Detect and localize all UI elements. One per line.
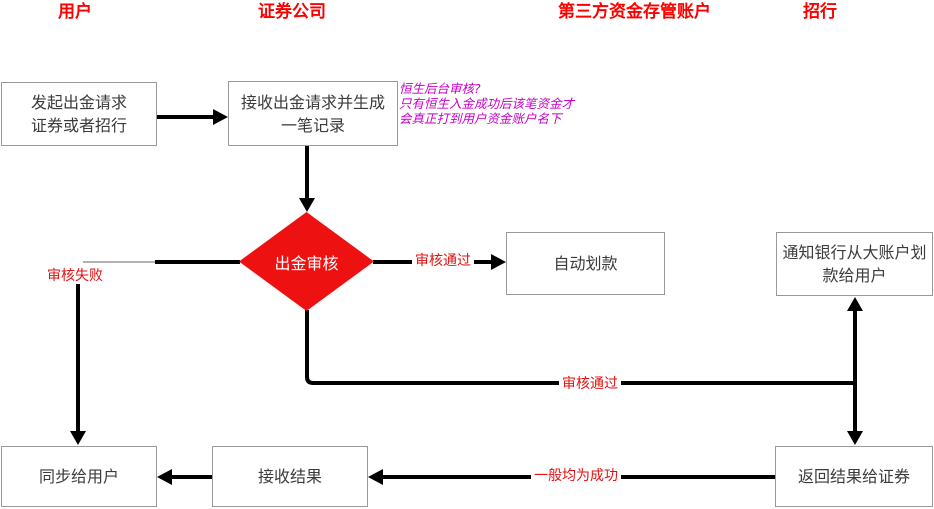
lane-label-cmb-bank: 招行 <box>803 2 837 22</box>
arrowhead-down-icon <box>299 198 315 212</box>
lane-label-third-party-account: 第三方资金存管账户 <box>558 2 711 22</box>
arrowhead-down-icon <box>847 431 863 445</box>
node-initiate-withdrawal: 发起出金请求 证券或者招行 <box>1 82 157 146</box>
decision-label: 出金审核 <box>274 253 339 273</box>
node-receive-result: 接收结果 <box>212 446 368 507</box>
lane-label-securities-firm: 证券公司 <box>258 2 326 22</box>
node-receive-request: 接收出金请求并生成 一笔记录 <box>228 81 398 146</box>
annotation-hengsheng-review-note: 恒生后台审核? 只有恒生入金成功后该笔资金才 会真正打到用户资金账户名下 <box>399 81 575 126</box>
arrowhead-right-icon <box>491 254 506 270</box>
edge-label-review-failed: 审核失败 <box>44 269 106 284</box>
arrowhead-left-icon <box>368 469 383 485</box>
arrowhead-left-icon <box>157 469 172 485</box>
edge-label-review-passed-right: 审核通过 <box>412 254 474 269</box>
arrowhead-right-icon <box>213 109 228 125</box>
node-sync-to-user: 同步给用户 <box>1 446 157 507</box>
arrowhead-down-icon <box>70 431 86 445</box>
lane-label-user: 用户 <box>58 2 92 22</box>
edge-label-review-passed-bottom: 审核通过 <box>559 377 621 392</box>
edge-label-usually-success: 一般均为成功 <box>531 469 621 484</box>
node-notify-bank: 通知银行从大账户划 款给用户 <box>776 232 933 296</box>
edge-pass-bottom <box>305 310 855 385</box>
arrowhead-up-icon <box>847 297 863 311</box>
node-auto-transfer: 自动划款 <box>506 232 665 295</box>
node-return-result: 返回结果给证券 <box>775 446 933 507</box>
